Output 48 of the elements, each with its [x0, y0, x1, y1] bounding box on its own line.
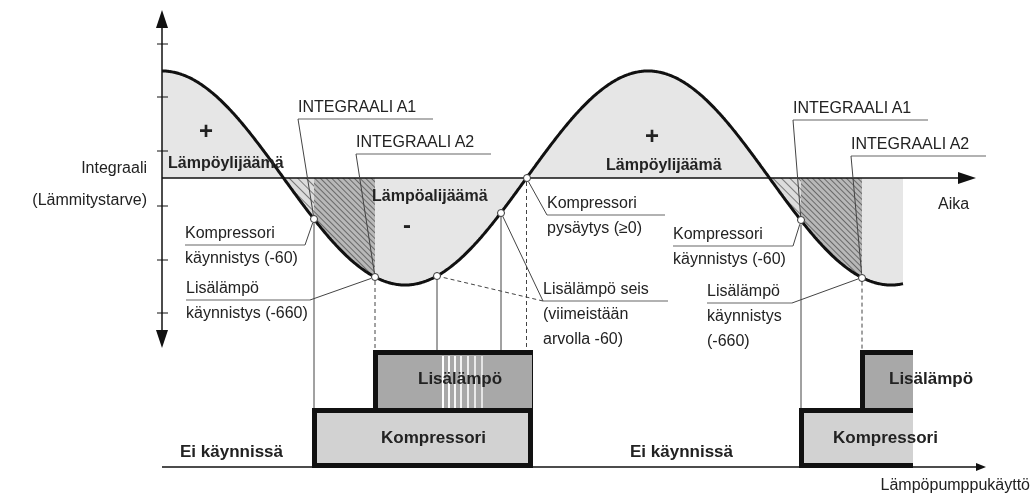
- projection-line: [800, 223, 802, 409]
- state-label: Ei käynnissä: [630, 441, 733, 463]
- curve-point: [858, 273, 866, 282]
- sign-label: -: [403, 214, 411, 236]
- leader-line: [527, 181, 548, 216]
- callout-text: Lisälämpö käynnistys (-660): [186, 275, 310, 325]
- projection-line: [374, 280, 376, 351]
- leader-line: [792, 119, 802, 217]
- axis-label: Lämpöpumppukäyttö: [879, 475, 1030, 495]
- leader-line: [791, 278, 859, 304]
- leader-line: [309, 277, 372, 301]
- leader-line: [792, 223, 801, 247]
- axis-label: (Lämmitystarve): [31, 190, 147, 210]
- compressor-bar: [312, 408, 533, 468]
- sign-label: +: [199, 120, 213, 142]
- curve-point: [797, 216, 805, 225]
- leader-line: [304, 222, 314, 246]
- curve-point: [310, 215, 318, 224]
- bar-label: Kompressori: [381, 427, 486, 449]
- leader-line: [297, 118, 314, 216]
- axis-label: Aika: [938, 194, 970, 214]
- region-label: Lämpöylijäämä: [606, 155, 722, 175]
- axis-label: Integraali: [80, 158, 147, 178]
- callout-text: Lisälämpö seis (viimeistään arvolla -60): [543, 276, 668, 351]
- callout-text: INTEGRAALI A1: [298, 94, 433, 119]
- bar-label: Kompressori: [833, 427, 938, 449]
- bar-label: Lisälämpö: [889, 368, 974, 390]
- leader-line: [502, 215, 544, 302]
- curve-point: [371, 273, 379, 282]
- projection-line: [436, 279, 438, 351]
- projection-line: [861, 281, 863, 351]
- state-label: Ei käynnissä: [180, 441, 283, 463]
- leader-line: [850, 155, 863, 275]
- curve-point: [433, 271, 441, 280]
- projection-line: [500, 216, 502, 351]
- sign-label: +: [645, 125, 659, 147]
- callout-text: Kompressori pysäytys (≥0): [547, 190, 665, 240]
- callout-text: Kompressori käynnistys (-60): [673, 221, 793, 271]
- curve-point: [522, 174, 531, 182]
- projection-line: [313, 222, 315, 409]
- callout-text: INTEGRAALI A1: [793, 95, 928, 120]
- curve-point: [497, 208, 505, 217]
- callout-text: INTEGRAALI A2: [356, 129, 491, 154]
- region-label: Lämpöalijäämä: [372, 186, 488, 206]
- callout-text: INTEGRAALI A2: [851, 131, 986, 156]
- leader-line: [355, 153, 375, 274]
- callout-text: Kompressori käynnistys (-60): [185, 220, 305, 270]
- callout-text: Lisälämpö käynnistys (-660): [707, 278, 792, 353]
